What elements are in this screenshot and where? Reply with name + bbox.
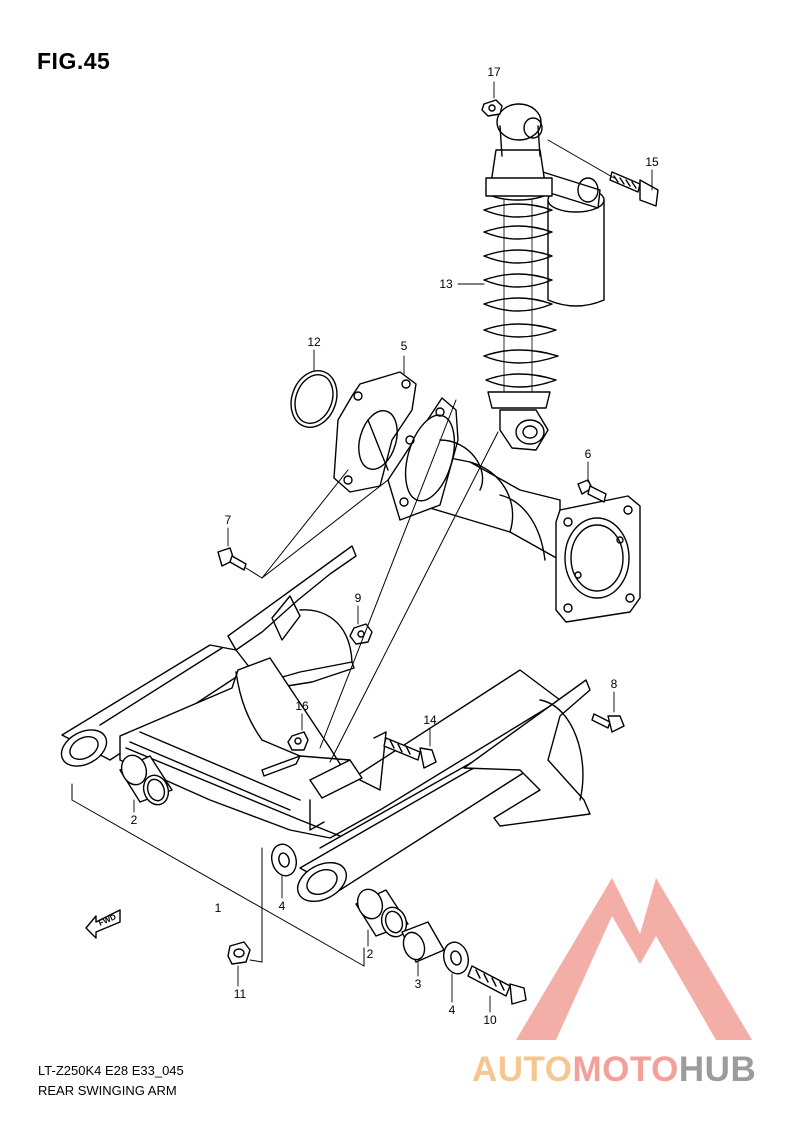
bolt-7 (217, 547, 247, 571)
watermark-logo-icon (516, 878, 752, 1040)
callout: 2 (367, 947, 374, 961)
bolt-upper (609, 171, 659, 207)
bearing-left (119, 754, 173, 806)
callout: 1 (215, 901, 222, 915)
leader-lines (133, 81, 653, 1013)
part-group-name: REAR SWINGING ARM (38, 1083, 177, 1098)
pivot-bolt (467, 965, 527, 1005)
callout: 16 (295, 699, 309, 713)
callout: 4 (449, 1003, 456, 1017)
callout: 13 (439, 277, 453, 291)
washer-upper (270, 843, 298, 877)
callout: 3 (415, 977, 422, 991)
bearing-right (355, 888, 409, 938)
o-ring (290, 370, 338, 428)
callout: 11 (234, 987, 247, 1001)
callout: 9 (355, 591, 362, 605)
callout: 14 (423, 713, 437, 727)
bolt-6 (577, 479, 607, 503)
pivot-nut (227, 941, 251, 965)
callout: 5 (401, 339, 408, 353)
model-code: LT-Z250K4 E28 E33_045 (38, 1063, 184, 1078)
spacer (401, 921, 445, 963)
swing-arm (60, 545, 591, 903)
figure-title: FIG.45 (37, 48, 111, 74)
callout: 17 (487, 65, 501, 79)
callout: 4 (279, 899, 286, 913)
watermark-text: AUTOMOTOHUB (472, 1050, 756, 1090)
callout: 6 (585, 447, 592, 461)
callout: 15 (645, 155, 659, 169)
bolt-8 (591, 713, 625, 733)
callout-labels: 1 2 2 3 4 4 5 6 7 8 9 10 11 12 13 14 15 … (131, 65, 659, 1027)
axle-housing (387, 397, 641, 623)
watermark-word-2: MOTO (572, 1050, 679, 1089)
callout: 8 (611, 677, 618, 691)
bolt-14 (383, 737, 437, 769)
callout: 7 (225, 513, 232, 527)
shock-absorber (483, 103, 605, 451)
nut-9 (349, 623, 373, 645)
washer-lower (442, 941, 470, 975)
watermark-word-3: HUB (678, 1050, 757, 1089)
nut-16 (287, 731, 309, 751)
callout: 12 (307, 335, 321, 349)
watermark-word-1: AUTO (472, 1050, 573, 1089)
assembly-lines (71, 399, 499, 967)
forward-arrow-icon (85, 909, 121, 939)
callout: 10 (483, 1013, 497, 1027)
nut-upper (481, 99, 503, 117)
callout: 2 (131, 813, 138, 827)
